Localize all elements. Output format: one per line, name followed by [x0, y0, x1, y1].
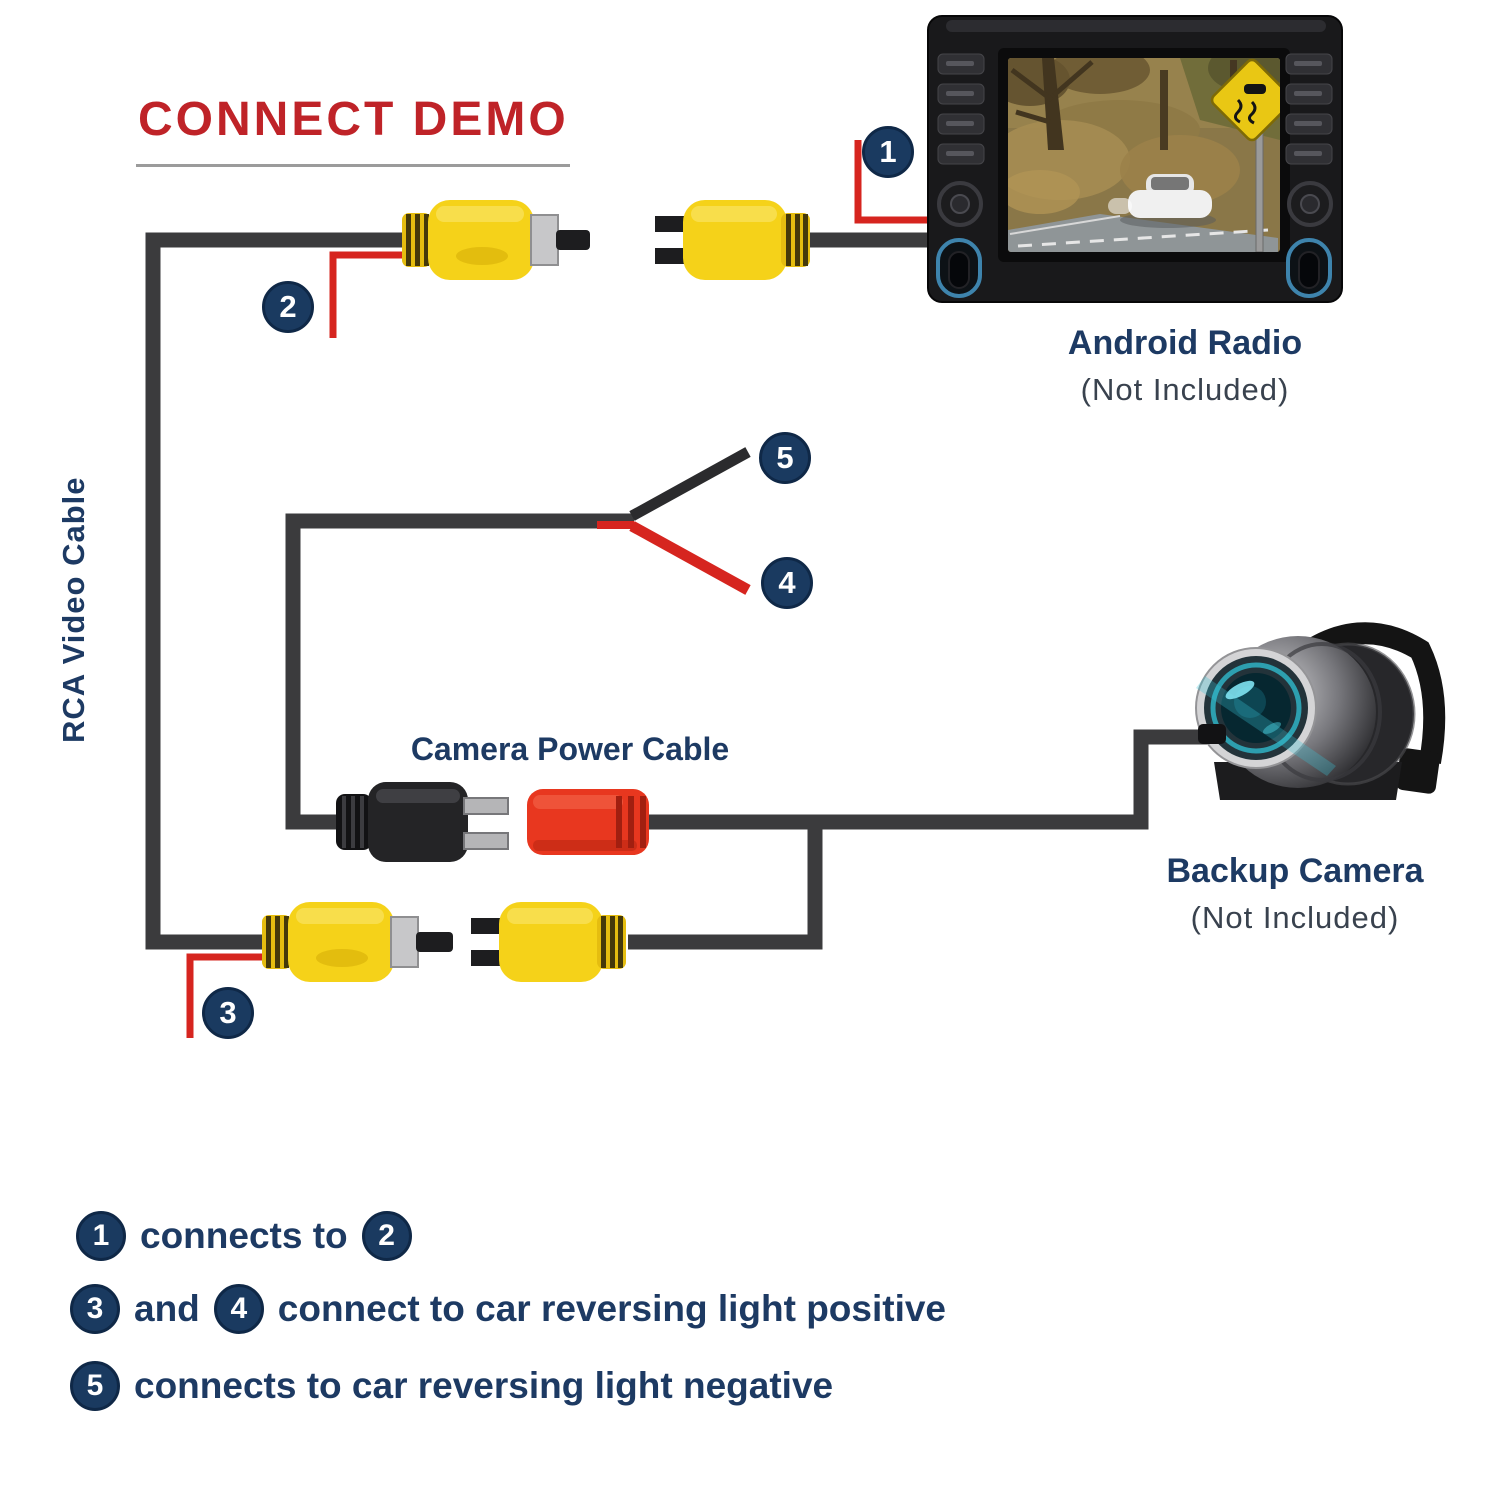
- marker-5: 5: [759, 432, 811, 484]
- legend-row-2: 3 and 4 connect to car reversing light p…: [70, 1284, 946, 1334]
- pointer-2-line: [329, 251, 412, 338]
- legend-badge-2: 2: [361, 1211, 412, 1261]
- pointer-1-line: [854, 140, 940, 224]
- legend-row-3-text: connects to car reversing light negative: [134, 1365, 834, 1406]
- android-radio-label: Android Radio (Not Included): [1003, 324, 1367, 408]
- android-radio-note: (Not Included): [1080, 372, 1290, 407]
- android-radio-title: Android Radio: [1067, 324, 1303, 362]
- backup-camera-image: [1195, 622, 1446, 800]
- backup-camera-label: Backup Camera (Not Included): [1113, 852, 1477, 936]
- power-jack-red: [527, 789, 649, 855]
- legend-row-2-and: and: [134, 1288, 200, 1329]
- backup-camera-note: (Not Included): [1190, 900, 1400, 935]
- legend-badge-3: 3: [70, 1284, 120, 1334]
- legend-row-2-text: connect to car reversing light positive: [277, 1288, 947, 1329]
- car-on-screen: [1108, 174, 1212, 218]
- radio-screen: [1008, 58, 1280, 252]
- rca-female-jack-bottom: [471, 902, 626, 982]
- camera-wire: [644, 729, 1214, 830]
- legend-badge-1: 1: [76, 1211, 126, 1261]
- rca-video-cable-wire: [145, 232, 412, 950]
- legend-row-1: 1 connects to 2: [76, 1211, 412, 1261]
- title-underline: [136, 164, 570, 167]
- radio-right-knob: [1287, 181, 1333, 227]
- android-radio-image: [927, 15, 1343, 303]
- rca-male-plug-bottom: [262, 902, 453, 982]
- radio-left-buttons: [937, 53, 985, 165]
- radio-left-blue-button: [936, 238, 982, 298]
- wires: [145, 232, 1214, 950]
- marker-1: 1: [862, 126, 914, 178]
- legend-badge-4: 4: [213, 1284, 264, 1334]
- camera-power-cable-label: Camera Power Cable: [410, 731, 730, 767]
- legend-badge-5: 5: [70, 1361, 120, 1411]
- legend-row-3: 5 connects to car reversing light negati…: [70, 1361, 833, 1411]
- radio-right-blue-button: [1286, 238, 1332, 298]
- video-branch-wire: [628, 822, 823, 950]
- pointer-3-line: [186, 953, 268, 1038]
- slippery-road-sign: [1210, 58, 1280, 142]
- marker-3: 3: [202, 987, 254, 1039]
- legend-row-1-text: connects to: [140, 1215, 348, 1256]
- page-title: CONNECT DEMO: [138, 93, 569, 146]
- marker-4: 4: [761, 557, 813, 609]
- radio-right-buttons: [1285, 53, 1333, 165]
- power-pigtail-wire: [285, 513, 634, 830]
- pigtail-split: [597, 447, 751, 595]
- marker-2: 2: [262, 281, 314, 333]
- rca-female-jack-top: [655, 200, 810, 280]
- power-plug-black: [336, 782, 509, 862]
- pointer-lines: [186, 140, 940, 1038]
- radio-left-knob: [937, 181, 983, 227]
- rca-video-cable-label: RCA Video Cable: [56, 476, 91, 744]
- backup-camera-title: Backup Camera: [1166, 852, 1424, 890]
- rca-male-plug-top: [402, 200, 590, 280]
